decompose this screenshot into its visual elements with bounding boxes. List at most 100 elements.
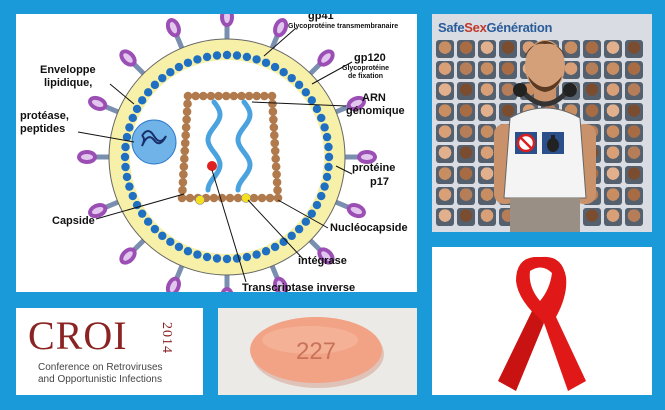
capsid-bead [182, 115, 191, 124]
portrait-thumbnail [436, 145, 454, 163]
portrait-thumbnail [457, 145, 475, 163]
p17-matrix-dot [261, 58, 271, 67]
p17-matrix-dot [279, 237, 288, 247]
p17-matrix-dot [270, 62, 280, 72]
portrait-thumbnail [625, 82, 643, 100]
capsid-bead [214, 91, 223, 101]
gp120-highlight [361, 154, 373, 160]
p17-matrix-dot [294, 80, 304, 90]
p17-matrix-dot [222, 50, 232, 60]
portrait-thumbnail [583, 208, 601, 226]
portrait-thumbnail [457, 40, 475, 58]
label-arn-2: génomique [346, 105, 405, 117]
p17-matrix-dot [122, 172, 132, 182]
label-capside: Capside [52, 215, 95, 227]
pill-photo: 227 [218, 308, 417, 395]
portrait-thumbnail [457, 124, 475, 142]
p17-matrix-dot [287, 73, 296, 83]
p17-matrix-dot [120, 152, 130, 162]
croi-2014-logo: CROI 2014 Conference on Retroviruses and… [16, 308, 203, 395]
hiv-virus-diagram: gp41 Glycoprotéine transmembranaire gp12… [16, 14, 417, 292]
portrait-thumbnail [562, 40, 580, 58]
capsid-bead [271, 154, 280, 164]
portrait-thumbnail [436, 208, 454, 226]
capsid-bead [237, 91, 246, 101]
portrait-thumbnail [604, 40, 622, 58]
portrait-thumbnail [562, 61, 580, 79]
capsid-bead [229, 91, 239, 101]
label-gp120: gp120 [354, 52, 386, 64]
leader-line [251, 101, 347, 107]
p17-matrix-dot [143, 217, 153, 226]
capsid-bead [273, 185, 282, 195]
portrait-thumbnail [478, 208, 496, 226]
portrait-thumbnail [604, 145, 622, 163]
p17-matrix-dot [307, 96, 317, 105]
p17-matrix-dot [270, 242, 280, 252]
p17-matrix-dot [212, 254, 222, 263]
poster-title-sex: Sex [464, 20, 487, 35]
capsid-bead [270, 138, 280, 148]
p17-matrix-dot [279, 67, 288, 77]
p17-matrix-dot [242, 52, 252, 62]
label-gp120-sub2: de fixation [348, 73, 384, 80]
p17-matrix-dot [174, 242, 184, 252]
croi-subtitle-line-1: Conference on Retroviruses [38, 362, 163, 373]
capsid-bead [268, 99, 277, 109]
p17-matrix-dot [301, 88, 311, 97]
capsid-bead [249, 193, 259, 203]
label-gp41-sub: Glycoprotéine transmembranaire [288, 23, 399, 30]
portrait-thumbnail [478, 103, 496, 121]
gp120-highlight [224, 14, 230, 23]
p17-matrix-dot [166, 237, 175, 247]
p17-matrix-dot [166, 67, 175, 77]
leader-line [109, 83, 135, 105]
p17-matrix-dot [324, 162, 333, 172]
portrait-thumbnail [436, 40, 454, 58]
portrait-thumbnail [478, 40, 496, 58]
p17-matrix-dot [307, 209, 317, 218]
capsid-bead [183, 91, 193, 101]
gp120-highlight [276, 21, 285, 34]
p17-matrix-dot [232, 51, 242, 60]
portrait-thumbnail [604, 187, 622, 205]
portrait-grid [436, 40, 648, 226]
p17-matrix-dot [150, 224, 160, 234]
portrait-thumbnail [478, 166, 496, 184]
capsid-bead [272, 170, 281, 179]
capsid-bead [191, 91, 200, 101]
p17-matrix-dot [132, 104, 142, 114]
portrait-thumbnail [457, 82, 475, 100]
portrait-thumbnail [436, 187, 454, 205]
capsid-bead [267, 91, 277, 101]
capsid-bead [206, 91, 216, 101]
p17-matrix-dot [294, 224, 304, 234]
gp120-highlight [321, 251, 331, 261]
poster-title: SafeSexGénération [438, 20, 552, 35]
portrait-thumbnail [457, 187, 475, 205]
p17-matrix-dot [137, 209, 147, 218]
leader-line [211, 169, 247, 283]
portrait-thumbnail [499, 82, 517, 100]
leader-line [263, 27, 297, 57]
portrait-thumbnail [436, 103, 454, 121]
capsid-bead [177, 193, 187, 203]
gp120-highlight [123, 251, 133, 261]
capsid-bead [269, 115, 278, 124]
gp120-highlight [91, 206, 104, 215]
leader-line [77, 131, 135, 143]
label-p17-2: p17 [370, 176, 389, 188]
gp120-highlight [81, 154, 93, 160]
capsid-bead [180, 154, 189, 164]
gp120-highlight [169, 21, 178, 34]
capsid-bead [252, 91, 262, 101]
capsid-bead [233, 193, 243, 203]
label-integrase: intégrase [298, 255, 347, 267]
portrait-thumbnail [625, 103, 643, 121]
reverse-transcriptase-dot [207, 161, 217, 171]
capsid-bead [260, 91, 269, 101]
croi-wordmark: CROI [28, 313, 128, 358]
p17-matrix-dot [137, 96, 147, 105]
p17-matrix-dot [193, 250, 202, 259]
portrait-thumbnail [478, 82, 496, 100]
